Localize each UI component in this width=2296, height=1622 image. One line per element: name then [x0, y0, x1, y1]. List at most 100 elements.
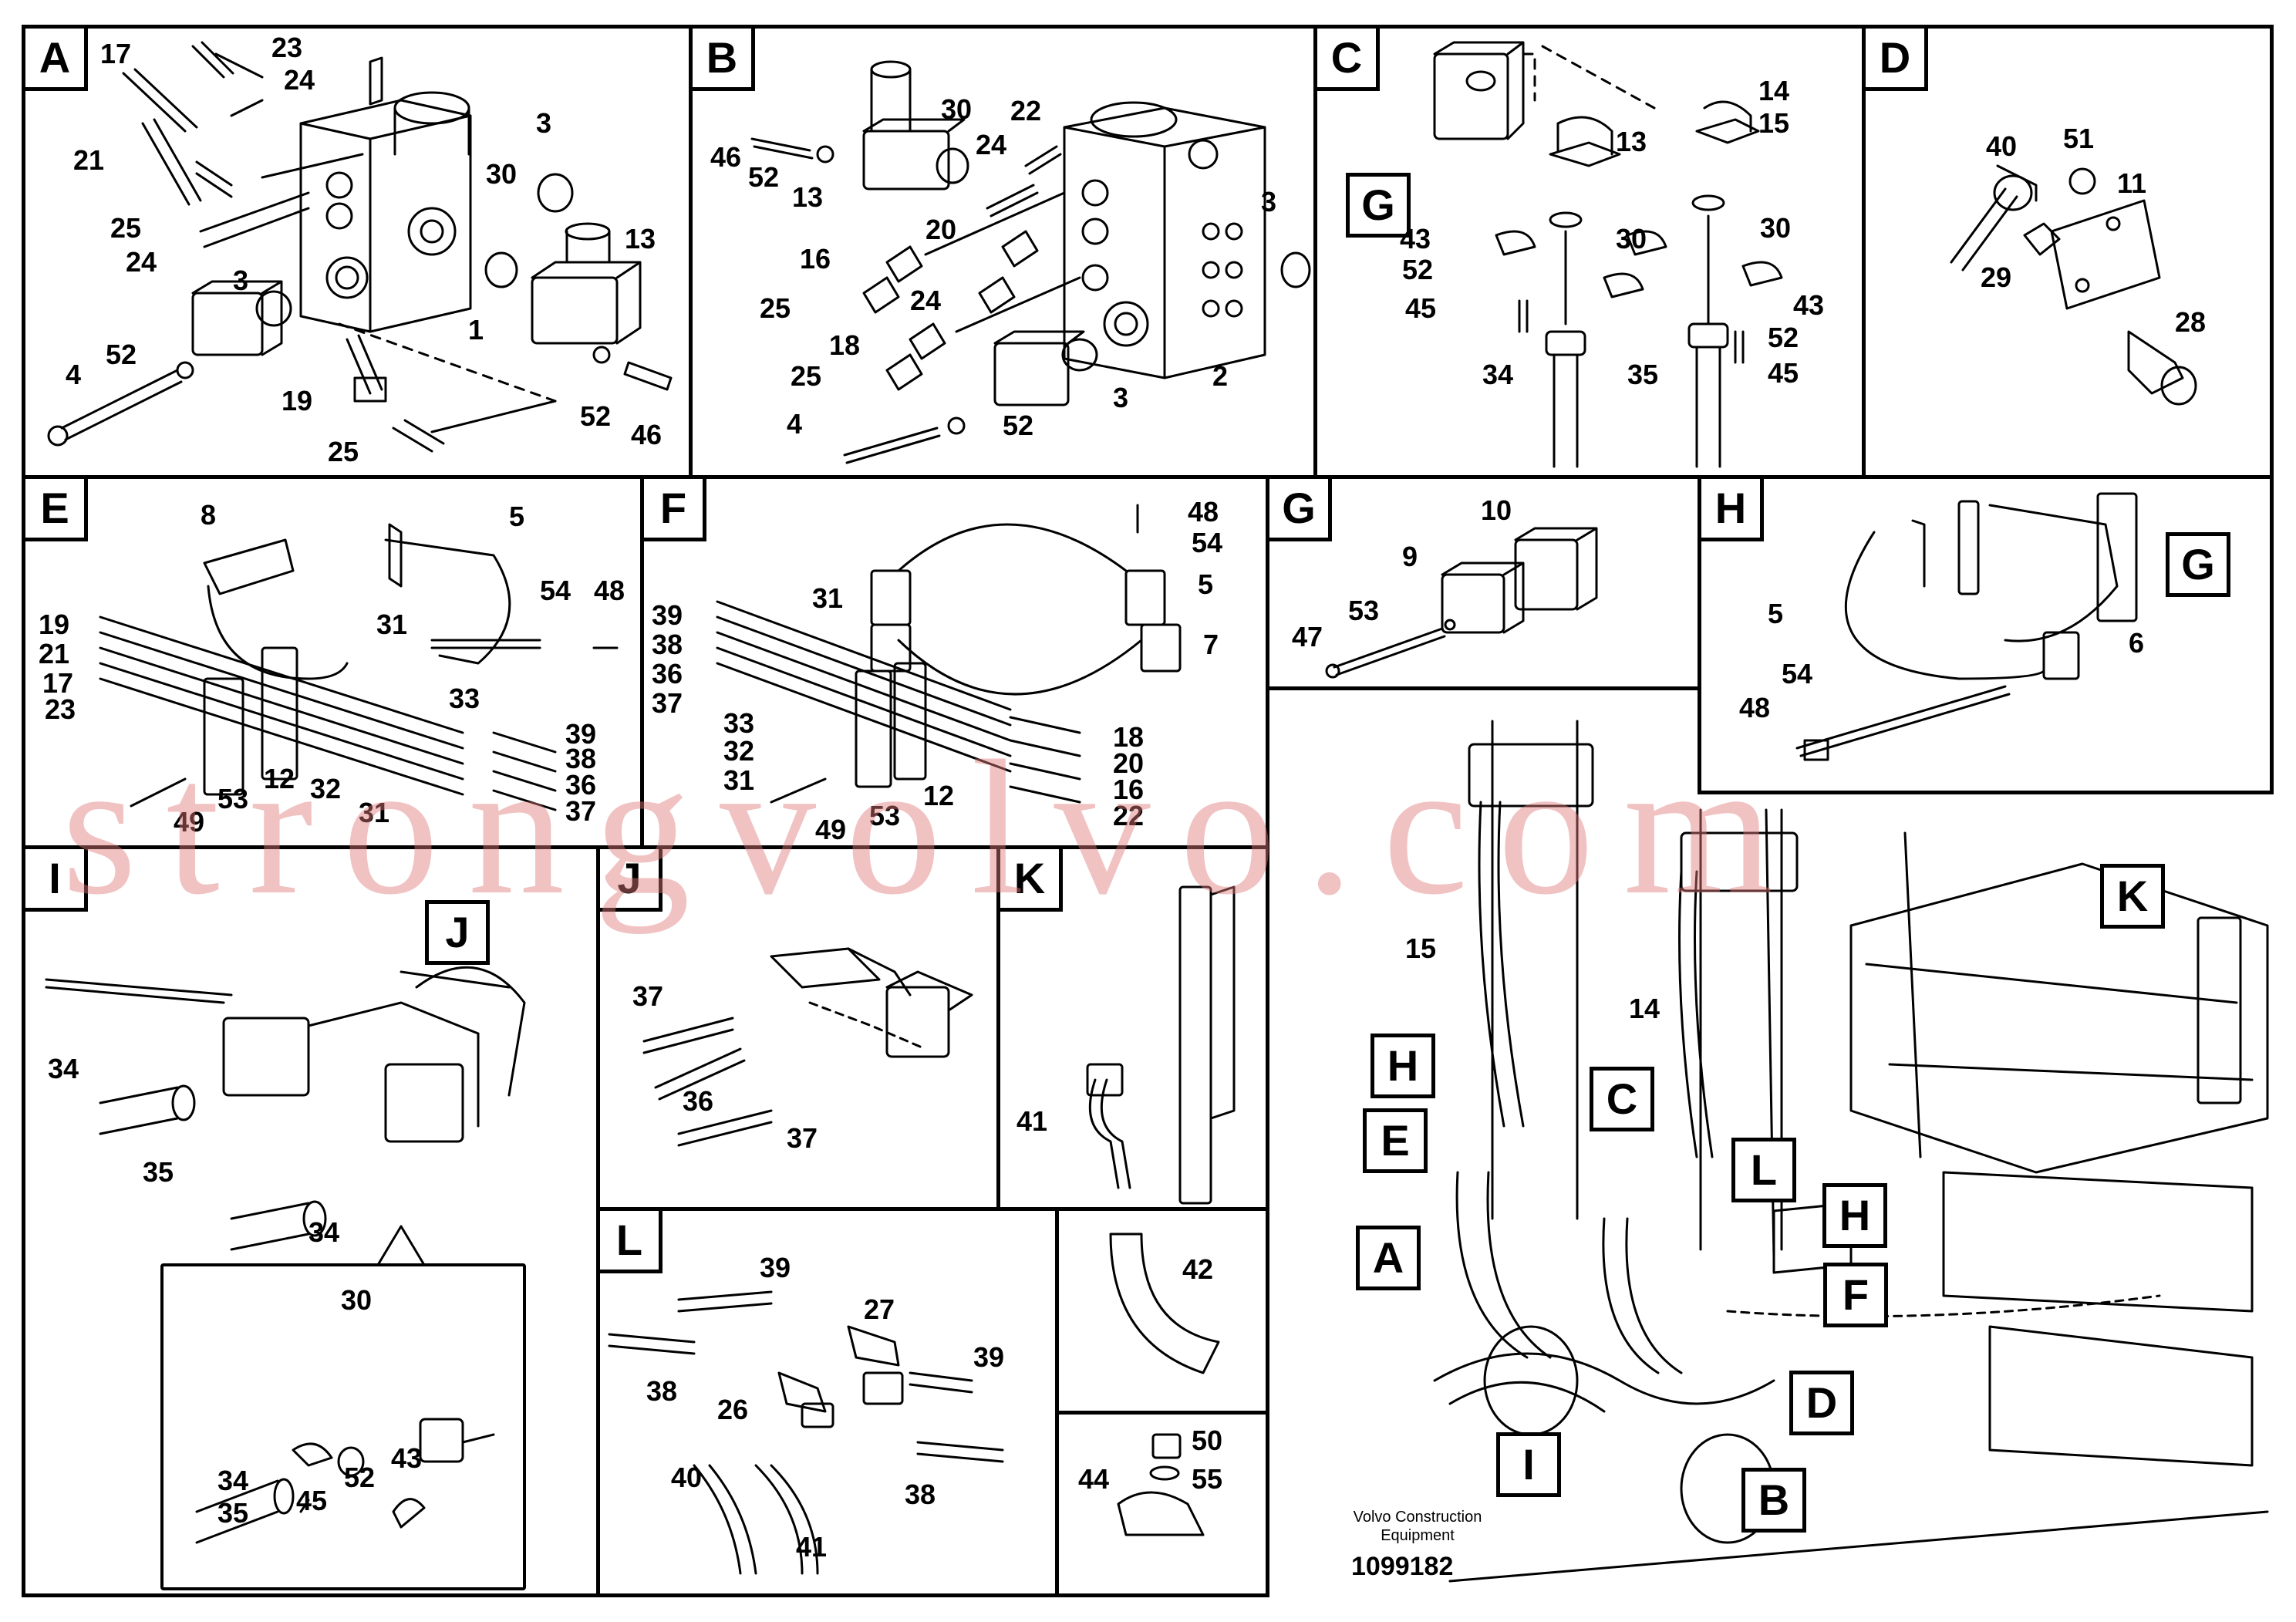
hoses-l — [608, 1290, 1004, 1575]
part-number: 9 — [1402, 541, 1418, 572]
part-number: 43 — [1793, 289, 1825, 321]
callout-h2-overview: H — [1822, 1183, 1887, 1248]
valve-block-b — [1061, 101, 1311, 379]
part-number: 24 — [284, 64, 315, 96]
callout-c-overview: C — [1590, 1067, 1654, 1131]
part-number: 5 — [509, 501, 525, 532]
part-number: 23 — [45, 693, 76, 725]
panel-j: J — [596, 845, 1000, 1211]
panel-h-label: H — [1701, 479, 1764, 541]
part-number: 39 — [760, 1252, 791, 1283]
callout-g-panel-c: G — [1346, 173, 1411, 238]
part-number: 52 — [1768, 322, 1799, 353]
part-number: 13 — [1616, 126, 1647, 157]
part-number: 16 — [1113, 774, 1145, 805]
part-number: 50 — [1192, 1425, 1223, 1456]
part-number: 52 — [344, 1462, 376, 1493]
part-number: 37 — [652, 687, 683, 719]
panel-f: F — [640, 475, 1269, 849]
fittings-b — [862, 145, 1081, 391]
part-number: 25 — [760, 292, 791, 324]
part-number: 54 — [1192, 527, 1223, 558]
part-number: 18 — [1113, 721, 1145, 753]
panel-h: H — [1698, 475, 2274, 794]
manufacturer-label: Volvo Construction Equipment — [1353, 1509, 1482, 1544]
panel-g: G — [1266, 475, 1701, 690]
part-number: 49 — [174, 806, 205, 838]
part-number: 3 — [1113, 382, 1129, 413]
drawing-number: 1099182 — [1351, 1552, 1454, 1581]
callout-g-panel-h: G — [2166, 532, 2230, 597]
panel-g-label: G — [1269, 479, 1332, 541]
part-number: 24 — [910, 285, 942, 316]
part-number: 21 — [39, 638, 70, 669]
part-42-spring-hose — [1109, 1233, 1220, 1374]
clamp-block-g — [1325, 527, 1598, 679]
part-number: 30 — [341, 1284, 373, 1316]
callout-j-panel-i: J — [425, 900, 490, 965]
part-number: 52 — [1003, 410, 1034, 441]
part-number: 38 — [905, 1479, 936, 1510]
part-number: 14 — [1758, 75, 1790, 106]
part-number: 32 — [310, 773, 342, 804]
part-number: 36 — [652, 658, 683, 690]
part-number: 52 — [748, 161, 780, 193]
part-number: 13 — [625, 223, 656, 255]
part-number: 28 — [2175, 306, 2207, 338]
panel-j-label: J — [600, 849, 663, 912]
part-number: 6 — [2129, 627, 2145, 659]
part-number: 37 — [787, 1122, 818, 1154]
callout-h-overview: H — [1371, 1034, 1435, 1098]
part-number: 3 — [1261, 186, 1277, 218]
part-number: 52 — [1402, 254, 1434, 285]
part-number: 16 — [800, 243, 831, 275]
part-number: 31 — [359, 797, 390, 828]
part-number: 5 — [1768, 598, 1784, 629]
panel-k: K — [996, 845, 1269, 1211]
part-number: 12 — [923, 780, 955, 811]
part-number: 37 — [632, 980, 664, 1012]
callout-b-overview: B — [1741, 1468, 1806, 1533]
part-number: 53 — [217, 783, 249, 814]
part-number: 21 — [73, 144, 105, 176]
clamp-bands-f — [716, 504, 1182, 804]
terminal-strip-k — [1086, 885, 1236, 1205]
part-number: 52 — [106, 339, 137, 370]
part-number: 41 — [1017, 1105, 1048, 1137]
part-number: 40 — [671, 1462, 703, 1493]
part-number: 40 — [1986, 130, 2018, 162]
part-number: 45 — [1768, 357, 1799, 389]
part-number: 54 — [1782, 658, 1813, 690]
part-number: 29 — [1981, 261, 2012, 293]
part-number: 48 — [594, 575, 625, 606]
part-number: 12 — [264, 763, 295, 794]
part-number: 22 — [1010, 95, 1042, 126]
callout-i-overview: I — [1496, 1432, 1561, 1497]
clamp-assembly-c — [1433, 41, 1783, 468]
part-number: 46 — [631, 419, 663, 450]
fittings-j — [642, 947, 973, 1147]
part-number: 32 — [723, 735, 755, 767]
part-number: 35 — [143, 1156, 174, 1188]
part-number: 51 — [2063, 123, 2095, 154]
part-number: 25 — [110, 212, 142, 244]
part-number: 39 — [565, 718, 597, 750]
part-number: 38 — [652, 629, 683, 660]
part-number: 22 — [1113, 800, 1145, 831]
part-number: 31 — [376, 609, 408, 640]
part-number: 45 — [1405, 292, 1437, 324]
part-number: 19 — [282, 385, 313, 416]
part-number: 35 — [1627, 359, 1659, 390]
part-number: 27 — [864, 1293, 895, 1325]
part-number: 36 — [565, 769, 597, 801]
part-number: 43 — [391, 1442, 423, 1474]
part-number: 37 — [565, 795, 597, 827]
part-number: 8 — [201, 499, 217, 531]
panel-b: B — [689, 25, 1317, 479]
part-number: 15 — [1405, 932, 1437, 964]
panel-k-label: K — [1000, 849, 1063, 912]
part-number: 35 — [217, 1497, 249, 1529]
part-number: 34 — [308, 1216, 340, 1248]
panel-i: I — [22, 845, 600, 1597]
